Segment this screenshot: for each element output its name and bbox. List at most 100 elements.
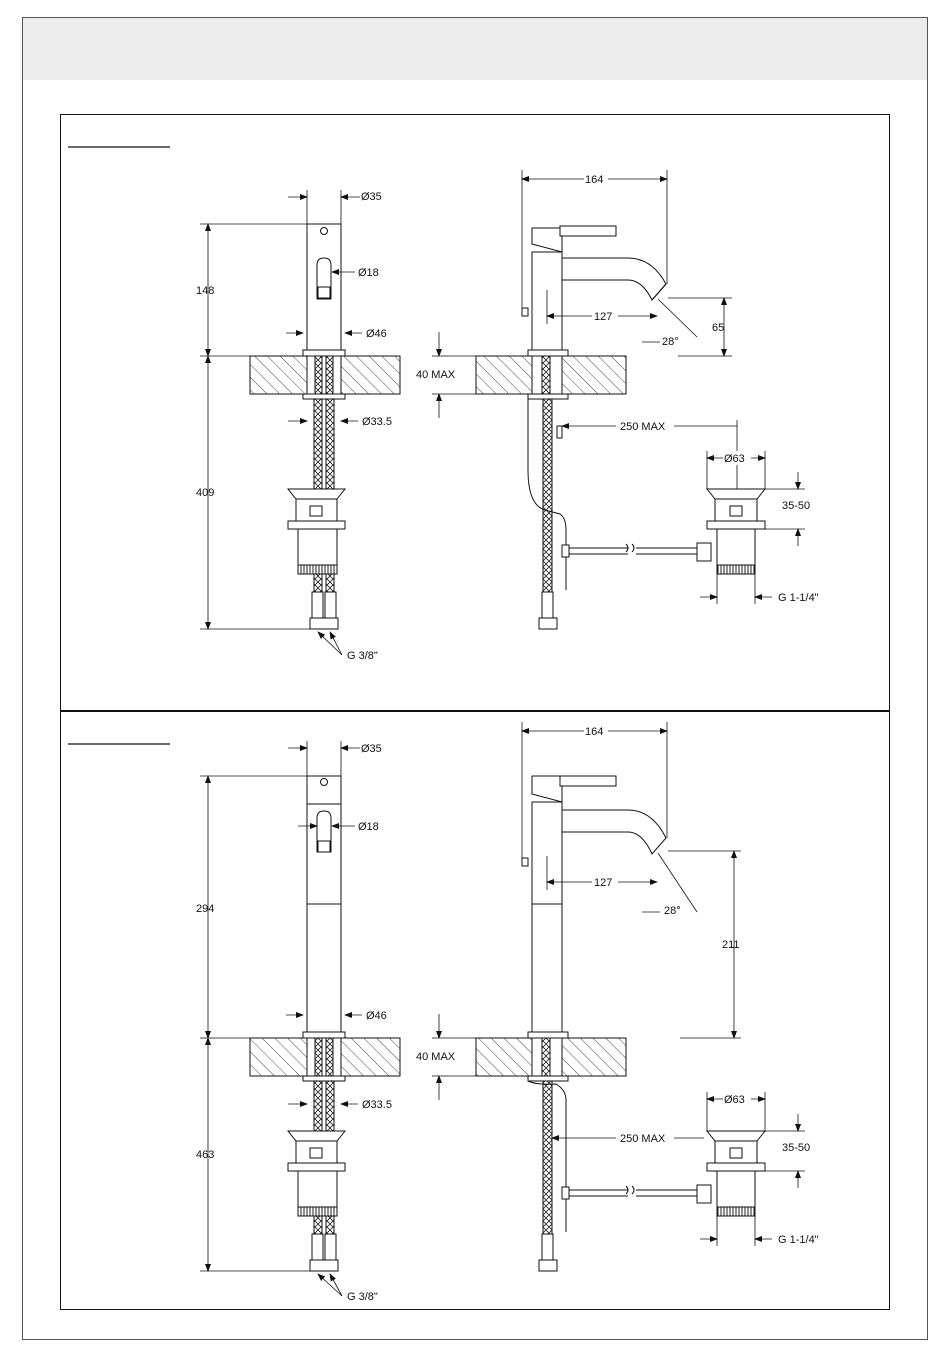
- dim-top-diameter: Ø35: [361, 743, 382, 755]
- dim-outlet-offset: 127: [594, 311, 612, 323]
- hose-section: [542, 1038, 550, 1076]
- dim-reach: 164: [585, 726, 603, 738]
- dim-connection: G 3/8": [347, 650, 378, 662]
- waste-lever: [697, 543, 711, 561]
- front-view-tall: Ø35 Ø18 Ø46 Ø33.5 294 463 G 3/8": [196, 741, 400, 1303]
- hose-fitting: [325, 1234, 336, 1260]
- waste-tail-side: [717, 529, 755, 565]
- popup-knob: [522, 308, 528, 316]
- dim-shank-diameter: Ø33.5: [362, 416, 392, 428]
- waste-thread: [298, 565, 337, 574]
- base-ring: [303, 1032, 345, 1038]
- hose-section: [315, 1038, 322, 1076]
- fixing-nut: [303, 1076, 345, 1081]
- waste-flange: [288, 521, 345, 529]
- lever-handle: [560, 776, 616, 786]
- waste-flange: [288, 1163, 345, 1171]
- dim-spout-diameter: Ø18: [358, 267, 379, 279]
- dim-spout-height: 65: [712, 322, 724, 334]
- dim-outlet-offset: 127: [594, 877, 612, 889]
- dim-below-deck-height: 463: [196, 1149, 214, 1161]
- dim-body-height: 148: [196, 285, 214, 297]
- dim-body-height: 294: [196, 903, 214, 915]
- dim-waste-diameter: Ø63: [724, 453, 745, 465]
- dim-waste-adjust: 35-50: [782, 500, 810, 512]
- hex-nut-side: [539, 618, 557, 629]
- hose-tail: [326, 1216, 334, 1234]
- rod-connector: [562, 545, 569, 557]
- flexible-hose-left: [314, 399, 322, 489]
- waste-cap-side: [707, 489, 765, 499]
- dim-waste-diameter: Ø63: [724, 1094, 745, 1106]
- waste-flange-side: [707, 521, 765, 529]
- waste-tail: [298, 1171, 337, 1207]
- dim-spout-diameter: Ø18: [358, 821, 379, 833]
- dim-deck-thickness: 40 MAX: [416, 369, 456, 381]
- dim-deck-thickness: 40 MAX: [416, 1051, 456, 1063]
- shank-section: [307, 356, 341, 394]
- waste-body: [296, 1141, 337, 1163]
- dim-base-diameter: Ø46: [366, 1010, 387, 1022]
- hose-section: [326, 356, 333, 394]
- hose-fitting-side: [542, 1234, 553, 1260]
- waste-cap-side: [707, 1131, 765, 1141]
- dim-top-diameter: Ø35: [361, 191, 382, 203]
- hex-nut: [310, 1260, 338, 1271]
- spout-side: [562, 810, 666, 854]
- handle-hub: [532, 776, 562, 802]
- popup-knob: [522, 858, 528, 866]
- rod-clamp: [557, 426, 562, 438]
- lever-handle: [560, 226, 616, 236]
- hose-section: [315, 356, 322, 394]
- waste-body-side: [715, 1141, 757, 1163]
- dim-outlet-angle: 28°: [662, 336, 679, 348]
- hose-fitting-side: [542, 592, 553, 618]
- hose-fitting: [325, 592, 336, 618]
- side-view-tall: 164 127 28° 211 40 MAX 250 MAX Ø63: [416, 722, 819, 1271]
- fixing-nut: [303, 394, 345, 399]
- hose-tail: [314, 574, 322, 592]
- hose-section: [542, 356, 550, 394]
- dim-waste-thread: G 1-1/4": [778, 1234, 819, 1246]
- flexible-hose-side: [543, 1081, 552, 1234]
- hose-fitting: [312, 592, 323, 618]
- dim-spout-height: 211: [722, 939, 740, 951]
- dim-outlet-angle: 28°: [664, 905, 681, 917]
- handle-hub: [532, 228, 562, 252]
- flexible-hose-right: [326, 1081, 334, 1131]
- shank-section: [307, 1038, 341, 1076]
- waste-lever: [697, 1185, 711, 1203]
- dim-rod-length: 250 MAX: [620, 421, 666, 433]
- faucet-body-side: [532, 802, 562, 1032]
- waste-cap: [288, 1131, 345, 1141]
- waste-tail: [298, 529, 337, 565]
- dim-waste-thread: G 1-1/4": [778, 592, 819, 604]
- flexible-hose-side: [543, 399, 552, 592]
- fixing-nut-side: [528, 1076, 568, 1081]
- base-ring: [303, 350, 345, 356]
- dim-base-diameter: Ø46: [366, 328, 387, 340]
- dim-connection: G 3/8": [347, 1291, 378, 1303]
- side-view: 164 127 28° 65 40 MAX 250 MAX Ø63: [416, 170, 819, 629]
- fixing-nut-side: [528, 394, 568, 399]
- hose-tail: [326, 574, 334, 592]
- dim-below-deck-height: 409: [196, 487, 214, 499]
- hex-nut: [310, 618, 338, 629]
- waste-thread-side: [717, 565, 755, 574]
- base-ring-side: [528, 1032, 568, 1038]
- hose-fitting: [312, 1234, 323, 1260]
- waste-body-side: [715, 499, 757, 521]
- waste-cap: [288, 489, 345, 499]
- waste-tail-side: [717, 1171, 755, 1207]
- waste-body: [296, 499, 337, 521]
- spout-side: [562, 258, 666, 300]
- waste-thread: [298, 1207, 337, 1216]
- base-ring-side: [528, 350, 568, 356]
- rod-connector: [562, 1187, 569, 1199]
- panel-tall: Ø35 Ø18 Ø46 Ø33.5 294 463 G 3/8": [68, 722, 819, 1303]
- hex-nut-side: [539, 1260, 557, 1271]
- flexible-hose-right: [326, 399, 334, 489]
- waste-thread-side: [717, 1207, 755, 1216]
- front-view: Ø35 Ø18 Ø46 Ø33.5 148 409 G 3/8": [196, 190, 400, 662]
